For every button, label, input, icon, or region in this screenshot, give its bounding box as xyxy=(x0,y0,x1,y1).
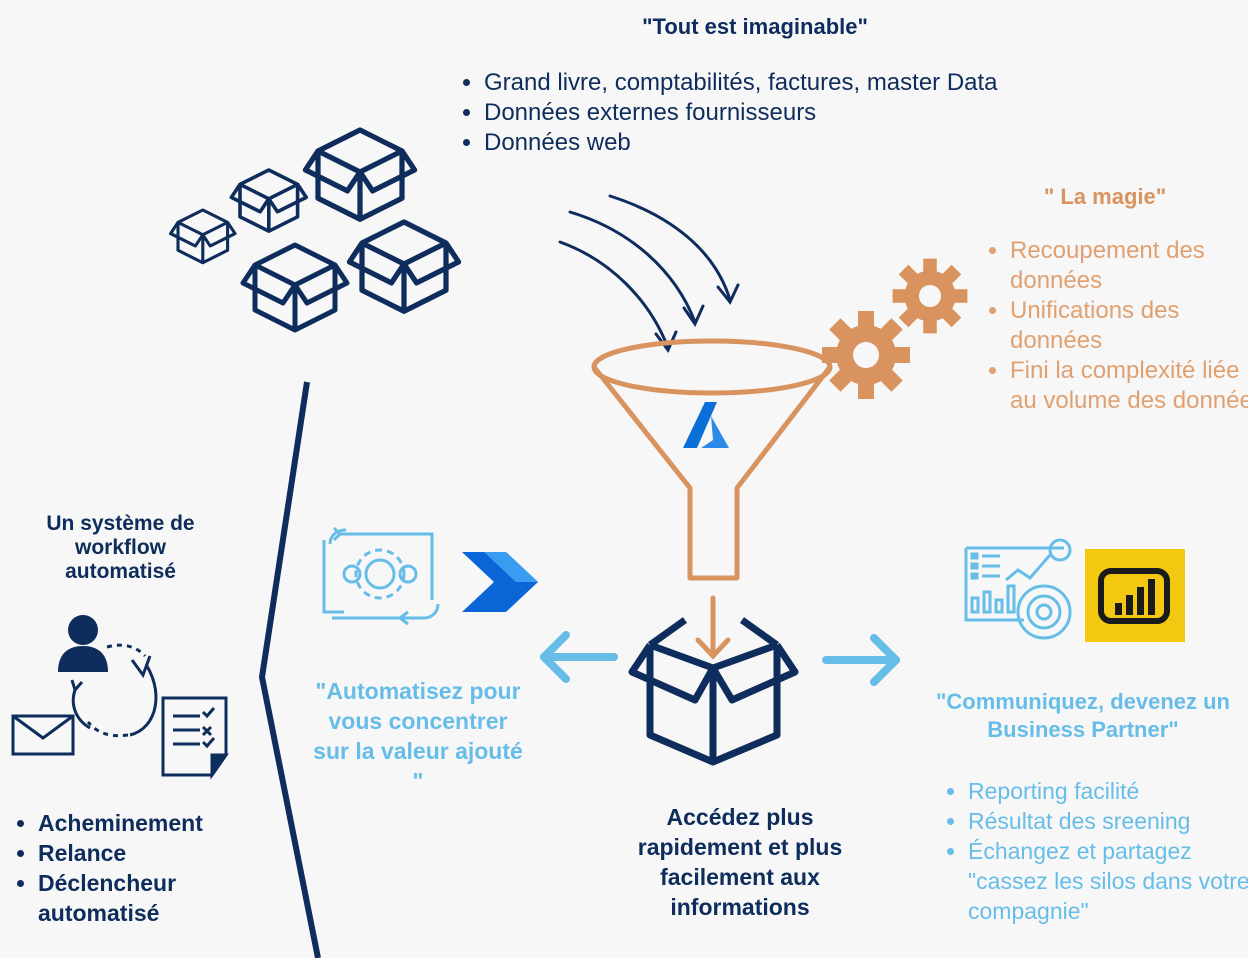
data-source-item: Grand livre, comptabilités, factures, ma… xyxy=(484,68,1024,98)
workflow-item: Déclencheur automatisé xyxy=(38,868,218,928)
workflow-list: Acheminement Relance Déclencheur automat… xyxy=(12,808,278,928)
top-title: "Tout est imaginable" xyxy=(642,14,868,39)
communicate-item: Résultat des sreening xyxy=(968,806,1248,836)
power-automate-logo-icon xyxy=(462,552,538,612)
checklist-icon xyxy=(161,696,229,780)
user-icon xyxy=(58,615,108,672)
magic-item: Recoupement des données xyxy=(1010,236,1248,296)
communicate-item: Reporting facilité xyxy=(968,776,1248,806)
communicate-list: Reporting facilité Résultat des sreening… xyxy=(942,776,1248,926)
workflow-item: Acheminement xyxy=(38,808,278,838)
data-sources-list: Grand livre, comptabilités, factures, ma… xyxy=(458,68,1064,158)
communicate-item: Échangez et partagez "cassez les silos d… xyxy=(968,836,1248,926)
powerbi-logo-icon xyxy=(1085,549,1185,642)
workflow-item: Relance xyxy=(38,838,278,868)
communicate-title: "Communiquez, devenez un Business Partne… xyxy=(935,689,1230,742)
magic-list: Recoupement des données Unifications des… xyxy=(984,236,1248,416)
access-text: Accédez plus rapidement et plus facileme… xyxy=(637,804,843,920)
automate-text: "Automatisez pour vous concentrer sur la… xyxy=(313,678,523,794)
magic-item: Unifications des données xyxy=(1010,296,1248,356)
workflow-title: Un système de workflow automatisé xyxy=(46,512,195,583)
magic-item: Fini la complexité liée au volume des do… xyxy=(1010,356,1248,416)
data-source-item: Données web xyxy=(484,128,1064,158)
magic-title: " La magie" xyxy=(1043,184,1167,209)
mail-icon xyxy=(11,714,75,756)
data-source-item: Données externes fournisseurs xyxy=(484,98,1064,128)
azure-logo-icon xyxy=(683,402,729,448)
